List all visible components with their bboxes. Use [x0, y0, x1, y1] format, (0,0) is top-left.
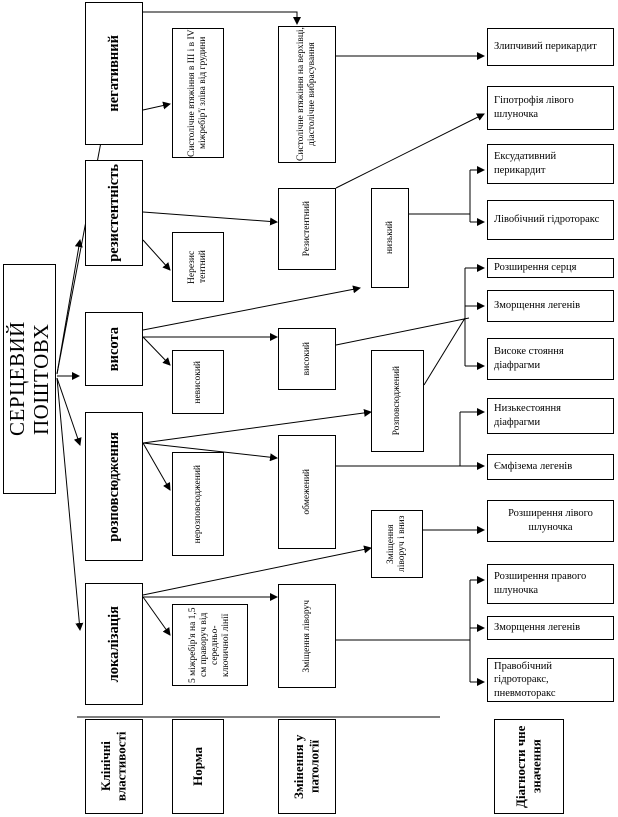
property-resistance: резистентність [85, 160, 143, 266]
norm-resistance: Нерезис тентний [172, 232, 224, 302]
diagnosis-exudative-pericarditis: Ексудативний перикардит [487, 144, 614, 184]
header-diagnostic-value: Діагности чне значення [494, 719, 564, 814]
property-spread: розповсюдження [85, 412, 143, 561]
pathology-spread: Розповсюджений [371, 350, 424, 452]
header-pathology-changes: Змінення у патології [278, 719, 336, 814]
property-negative: негативний [85, 2, 143, 145]
diagnosis-heart-enlargement: Розширення серця [487, 258, 614, 278]
property-location: локалізація [85, 583, 143, 705]
norm-location: 5 міжребір'я на 1,5 см праворуч від сере… [172, 604, 248, 686]
pathology-limited: обмежений [278, 435, 336, 549]
title-box: СЕРЦЕВИЙ ПОШТОВХ [3, 264, 56, 494]
pathology-high: високий [278, 328, 336, 390]
pathology-negative: Систолічне втяжіння на верхівці, діастол… [278, 26, 336, 163]
diagnosis-high-diaphragm: Високе стояння діафрагми [487, 338, 614, 380]
diagnosis-lung-shrinkage-2: Зморщення легенів [487, 616, 614, 640]
diagnosis-adhesive-pericarditis: Злипчивий перикардит [487, 28, 614, 66]
norm-height: невисокий [172, 350, 224, 414]
diagnosis-emphysema: Ємфізема легенів [487, 454, 614, 480]
norm-negative: Систолічне втяжіння в ІІІ і в IV міжребі… [172, 28, 224, 158]
diagnosis-lv-enlargement: Розширення лівого шлуночка [487, 500, 614, 542]
diagram-title: СЕРЦЕВИЙ ПОШТОВХ [5, 321, 54, 437]
header-norm: Норма [172, 719, 224, 814]
pathology-low: низький [371, 188, 409, 288]
pathology-shift-left-down: Зміщення ліворуч і вниз [371, 510, 423, 578]
diagnosis-lv-hypotrophy: Гіпотрофія лівого шлуночка [487, 86, 614, 130]
header-clinical-properties: Клінічні властивості [85, 719, 143, 814]
pathology-shift-left: Зміщення ліворуч [278, 584, 336, 688]
diagnosis-low-diaphragm: Низькестояння діафрагми [487, 398, 614, 434]
diagnosis-lung-shrinkage-1: Зморщення легенів [487, 290, 614, 322]
pathology-resistant: Резистентний [278, 188, 336, 270]
diagnosis-right-hydrothorax: Правобічний гідроторакс, пневмоторакс [487, 658, 614, 702]
property-height: висота [85, 312, 143, 386]
diagnosis-left-hydrothorax: Лівобічний гідроторакс [487, 200, 614, 240]
diagnosis-rv-enlargement: Розширення правого шлуночка [487, 564, 614, 604]
norm-spread: нерозповсюджений [172, 452, 224, 556]
